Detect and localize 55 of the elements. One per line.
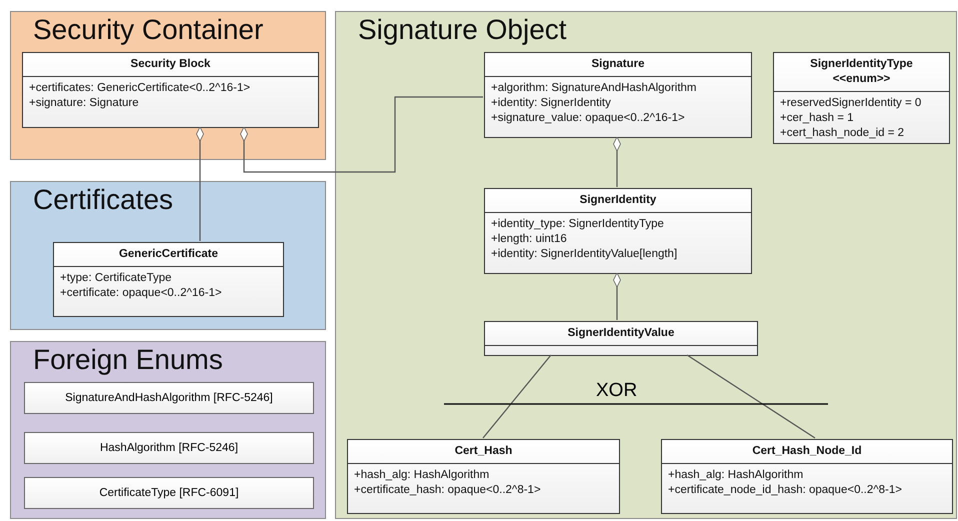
- class-attribute: +cer_hash = 1: [780, 111, 855, 126]
- enum-box: [24, 477, 314, 509]
- enum-name: HashAlgorithm [RFC-5246]: [100, 442, 238, 454]
- aggregation-line: [196, 126, 204, 241]
- class-attribute: +reservedSignerIdentity = 0: [780, 96, 922, 111]
- package-panel: [10, 341, 326, 519]
- class-name: Cert_Hash_Node_Id: [751, 444, 863, 459]
- class-attribute: +cert_hash_node_id = 2: [780, 126, 906, 141]
- class-name: SignerIdentityType: [809, 57, 914, 72]
- class-box: [484, 52, 752, 138]
- class-box: [773, 52, 950, 144]
- class-box: [661, 439, 953, 514]
- class-attribute: +signature_value: opaque<0..2^16-1>: [491, 111, 686, 126]
- class-attribute: +type: CertificateType: [60, 271, 173, 286]
- class-attribute: +hash_alg: HashAlgorithm: [668, 468, 804, 483]
- class-box: [484, 188, 752, 274]
- class-attribute: +identity: SignerIdentityValue[length]: [491, 247, 678, 262]
- aggregation-line: [613, 272, 621, 320]
- package-panel: [335, 11, 957, 519]
- aggregation-line: [613, 136, 621, 187]
- aggregation-line: [240, 96, 483, 173]
- package-title: Signature Object: [358, 14, 567, 46]
- package-title: Foreign Enums: [33, 344, 223, 376]
- association-line: [686, 354, 816, 438]
- class-attribute: +certificate_hash: opaque<0..2^8-1>: [354, 483, 542, 498]
- stereotype-label: <<enum>>: [832, 72, 892, 87]
- enum-name: CertificateType [RFC-6091]: [99, 487, 239, 499]
- class-attribute: +certificates: GenericCertificate<0..2^16-1>: [29, 81, 252, 96]
- class-box: [347, 439, 620, 514]
- class-attribute: +certificate: opaque<0..2^16-1>: [60, 286, 223, 301]
- class-box: [484, 321, 758, 356]
- constraint-label: XOR: [596, 380, 638, 402]
- class-attribute: +identity: SignerIdentity: [491, 96, 612, 111]
- class-attribute: +identity_type: SignerIdentityType: [491, 217, 665, 232]
- class-attribute: +signature: Signature: [29, 96, 140, 111]
- class-attribute: +algorithm: SignatureAndHashAlgorithm: [491, 81, 698, 96]
- class-name: SignerIdentityValue: [566, 326, 676, 341]
- class-attribute: +length: uint16: [491, 232, 568, 247]
- enum-name: SignatureAndHashAlgorithm [RFC-5246]: [65, 392, 273, 404]
- package-panel: [10, 11, 326, 160]
- class-attribute: +certificate_node_id_hash: opaque<0..2^8-1>: [668, 483, 903, 498]
- enum-box: [24, 432, 314, 464]
- package-title: Certificates: [33, 184, 174, 216]
- package-title: Security Container: [33, 14, 264, 46]
- class-name: Signature: [590, 57, 646, 72]
- class-box: [22, 52, 319, 128]
- class-attribute: +hash_alg: HashAlgorithm: [354, 468, 490, 483]
- class-box: [53, 242, 284, 317]
- class-name: SignerIdentity: [578, 193, 658, 208]
- class-name: GenericCertificate: [118, 247, 220, 262]
- enum-box: [24, 382, 314, 414]
- class-name: Security Block: [130, 57, 212, 72]
- package-panel: [10, 181, 326, 330]
- class-name: Cert_Hash: [454, 444, 514, 459]
- association-line: [482, 354, 552, 438]
